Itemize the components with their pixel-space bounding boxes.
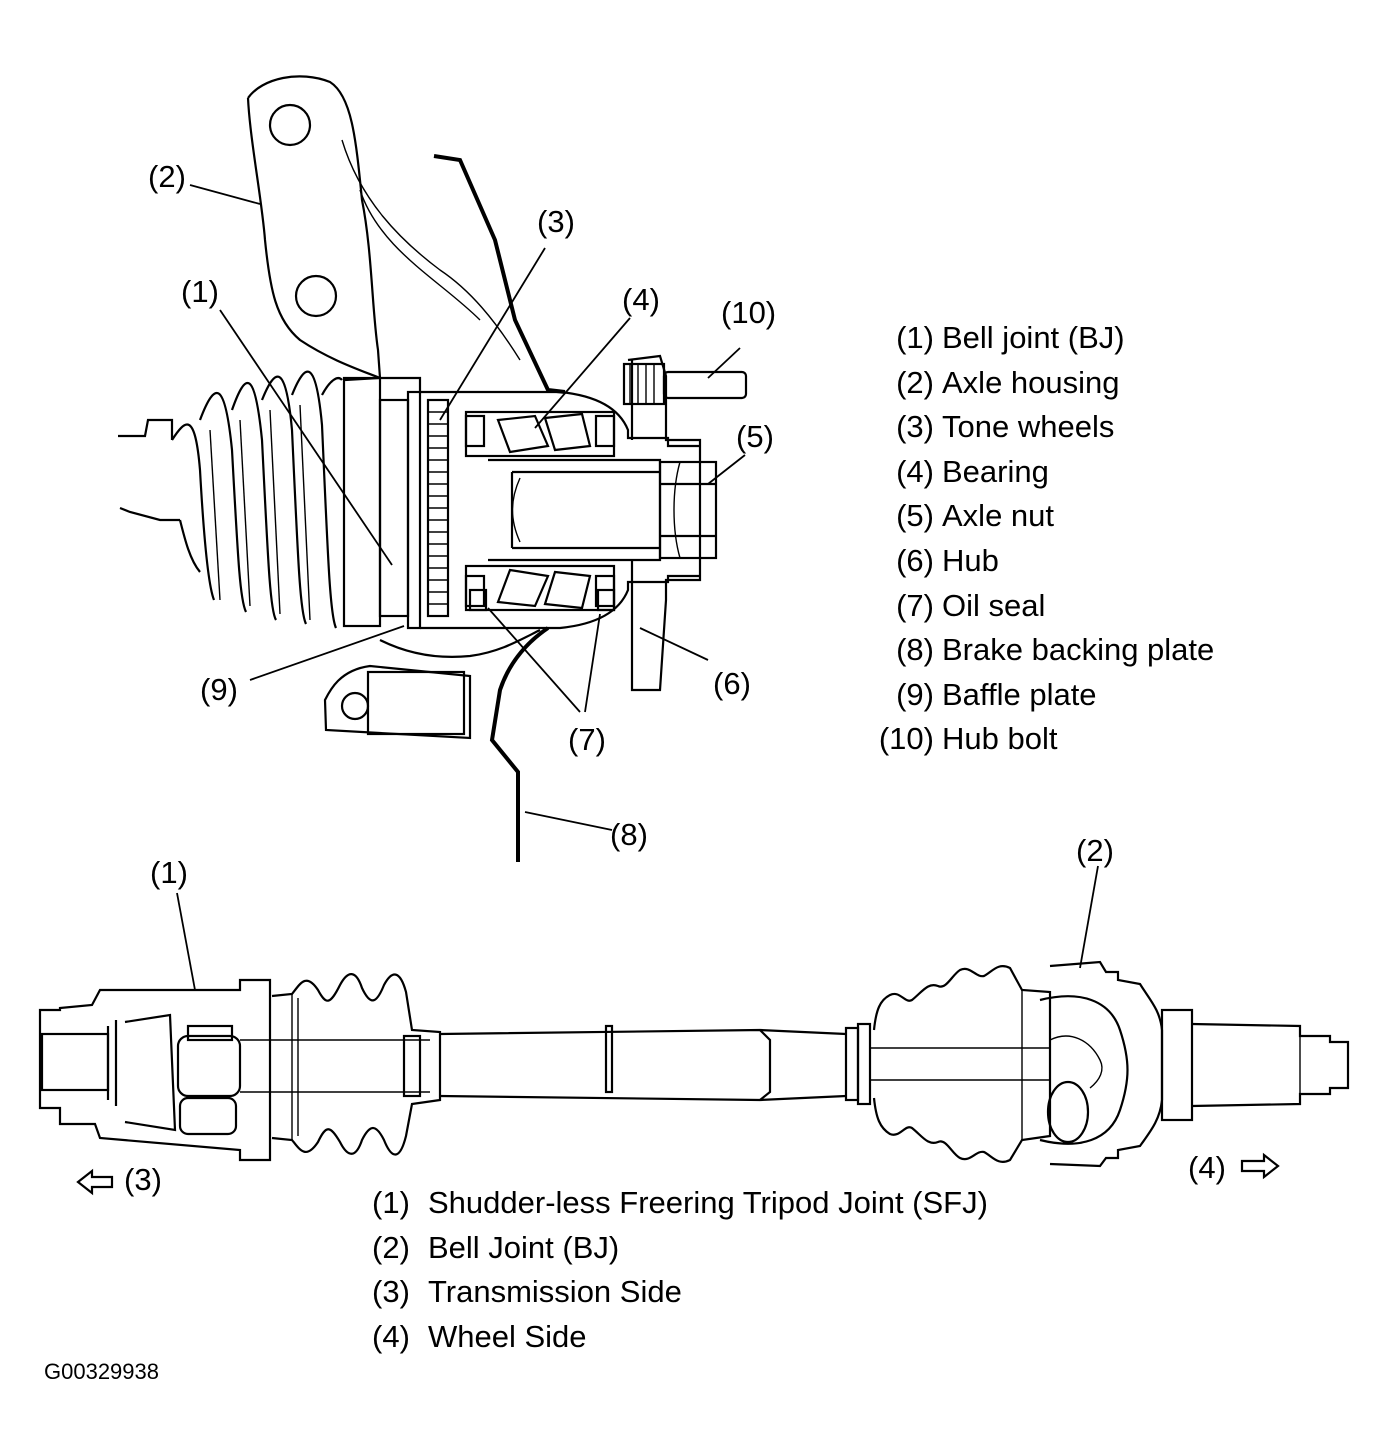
legend-label: Hub	[942, 542, 999, 578]
legend-label: Bell joint (BJ)	[942, 320, 1125, 355]
drive-shaft-drawing: (1) (2)	[38, 833, 1350, 1196]
bell-joint-body	[342, 376, 422, 630]
legend-label: Axle nut	[942, 498, 1055, 534]
legend-item: (8)Brake backing plate	[862, 628, 1282, 673]
legend-number: (4)	[896, 453, 934, 489]
legend-item: (3)Tone wheels	[862, 405, 1282, 450]
shaft-callout-2: (2)	[1076, 833, 1114, 868]
axle-housing	[246, 75, 521, 382]
transmission-side-number: (3)	[124, 1162, 162, 1197]
hub-bearing	[464, 410, 616, 612]
legend-number: (7)	[896, 587, 934, 623]
legend-item: (9)Baffle plate	[862, 673, 1282, 718]
stub-shaft	[1191, 1022, 1350, 1108]
callout-8: (8)	[610, 817, 648, 852]
legend-number: (5)	[896, 498, 934, 534]
callout-6: (6)	[713, 666, 751, 701]
legend-number: (2)	[896, 364, 934, 400]
legend-label: Baffle plate	[942, 676, 1097, 712]
legend-item: (1)Bell joint (BJ)	[862, 316, 1282, 361]
hub-leader-lines	[189, 184, 746, 831]
legend-number: (10)	[878, 721, 934, 757]
legend-item: (7)Oil seal	[862, 584, 1282, 629]
inner-boot	[271, 973, 442, 1156]
bell-joint-housing	[1039, 960, 1194, 1168]
wheel-side-number: (4)	[1188, 1150, 1226, 1185]
legend-item: (3) Transmission Side	[372, 1270, 1092, 1315]
legend-label: Shudder-less Freering Tripod Joint (SFJ)	[428, 1185, 988, 1220]
callout-5: (5)	[736, 419, 774, 454]
legend-number: (1)	[896, 320, 934, 355]
tone-wheel	[426, 398, 450, 618]
legend-number: (3)	[372, 1274, 410, 1309]
callout-2: (2)	[148, 159, 186, 194]
outer-boot	[844, 965, 1052, 1163]
legend-label: Bell Joint (BJ)	[428, 1229, 620, 1265]
legend-number: (4)	[372, 1318, 410, 1354]
hub-legend: (1)Bell joint (BJ) (2)Axle housing (3)To…	[862, 316, 1282, 762]
outer-cv-boot	[118, 370, 343, 629]
hub-housing	[323, 376, 700, 740]
arrow-left-hollow-icon	[76, 1168, 114, 1196]
shaft-leader-lines	[176, 865, 1099, 991]
callout-10: (10)	[721, 295, 776, 330]
callout-7: (7)	[568, 722, 606, 757]
axle-shaft-end	[488, 458, 662, 562]
legend-number: (9)	[896, 676, 934, 712]
legend-label: Transmission Side	[428, 1274, 682, 1309]
legend-item: (6)Hub	[862, 539, 1282, 584]
shaft-callout-1: (1)	[150, 855, 188, 890]
legend-label: Tone wheels	[942, 409, 1115, 445]
brake-backing-plate	[433, 154, 566, 394]
callout-4: (4)	[622, 282, 660, 317]
legend-item: (2)Axle housing	[862, 361, 1282, 406]
callout-3: (3)	[537, 204, 575, 239]
legend-item: (10)Hub bolt	[862, 717, 1282, 762]
callout-9: (9)	[200, 672, 238, 707]
hub-bolt	[622, 362, 748, 406]
legend-item: (4) Wheel Side	[372, 1315, 1092, 1360]
shaft-legend: (1) Shudder-less Freering Tripod Joint (S…	[372, 1181, 1092, 1359]
hub-assembly-drawing: (2) (1) (3) (4) (10) (5) (6) (9) (7) (8)	[118, 75, 776, 862]
legend-item: (5)Axle nut	[862, 494, 1282, 539]
transmission-side-marker: (3)	[124, 1162, 162, 1198]
wheel-side-marker: (4)	[1188, 1150, 1226, 1186]
legend-item: (4)Bearing	[862, 450, 1282, 495]
legend-item: (2) Bell Joint (BJ)	[372, 1226, 1092, 1271]
legend-number: (6)	[896, 542, 934, 578]
axle-nut	[658, 460, 718, 560]
legend-number: (2)	[372, 1229, 410, 1265]
legend-label: Wheel Side	[428, 1318, 587, 1354]
figure-id: G00329938	[44, 1359, 159, 1384]
legend-label: Hub bolt	[942, 721, 1058, 757]
legend-item: (1) Shudder-less Freering Tripod Joint (S…	[372, 1181, 1092, 1226]
legend-label: Brake backing plate	[942, 632, 1215, 668]
legend-label: Axle housing	[942, 364, 1120, 400]
legend-label: Bearing	[942, 453, 1049, 489]
oil-seals	[468, 588, 616, 612]
legend-number: (3)	[896, 409, 934, 445]
callout-1: (1)	[181, 274, 219, 309]
arrow-right-hollow-icon	[1240, 1152, 1280, 1180]
center-shaft	[439, 1024, 847, 1102]
legend-label: Oil seal	[942, 587, 1046, 623]
legend-number: (8)	[896, 632, 934, 668]
legend-number: (1)	[372, 1185, 410, 1220]
tripod-joint	[38, 978, 430, 1162]
